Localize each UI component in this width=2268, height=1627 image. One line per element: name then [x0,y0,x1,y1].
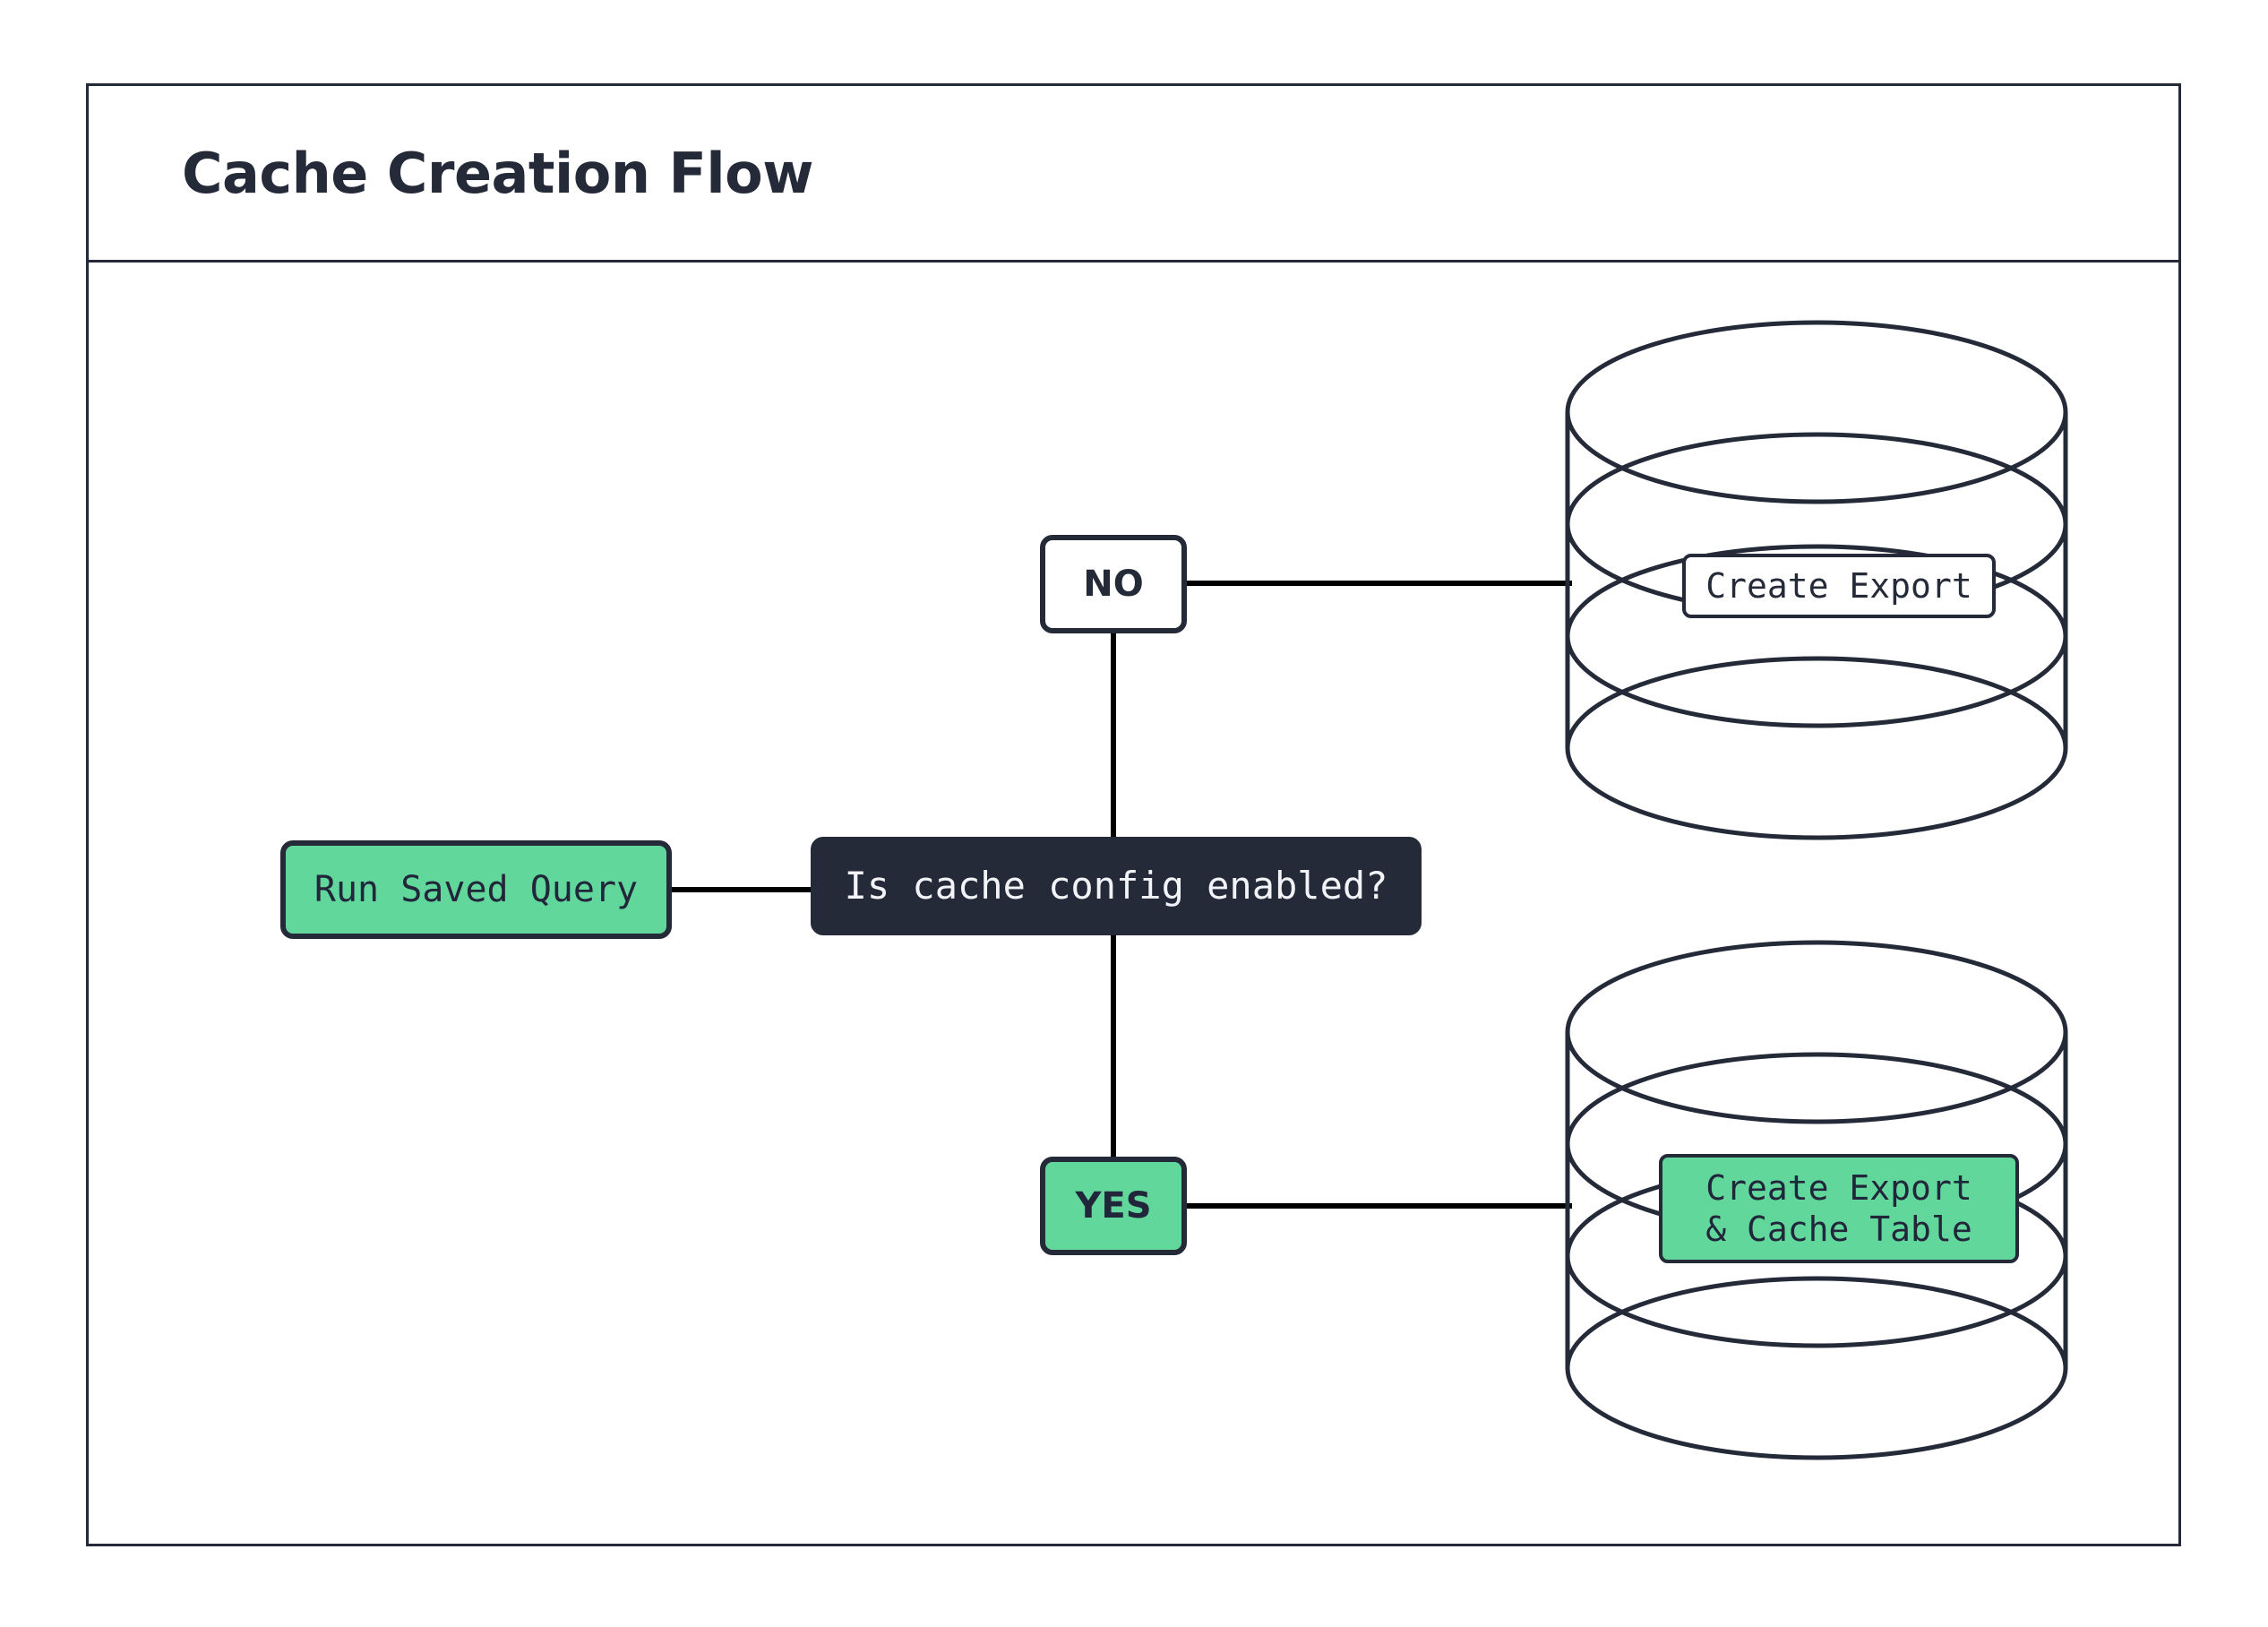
diagram-header: Cache Creation Flow [89,86,2178,263]
node-create-export-and-cache-table[interactable]: Create Export & Cache Table [1659,1154,2019,1263]
node-decision-is-cache-config-enabled[interactable]: Is cache config enabled? [811,837,1422,935]
node-run-saved-query[interactable]: Run Saved Query [280,840,672,939]
diagram-frame: Cache Creation Flow [86,83,2181,1546]
node-branch-yes[interactable]: YES [1040,1157,1187,1255]
node-create-export[interactable]: Create Export [1682,554,1996,618]
page-title: Cache Creation Flow [182,140,814,206]
node-branch-no[interactable]: NO [1040,535,1187,633]
